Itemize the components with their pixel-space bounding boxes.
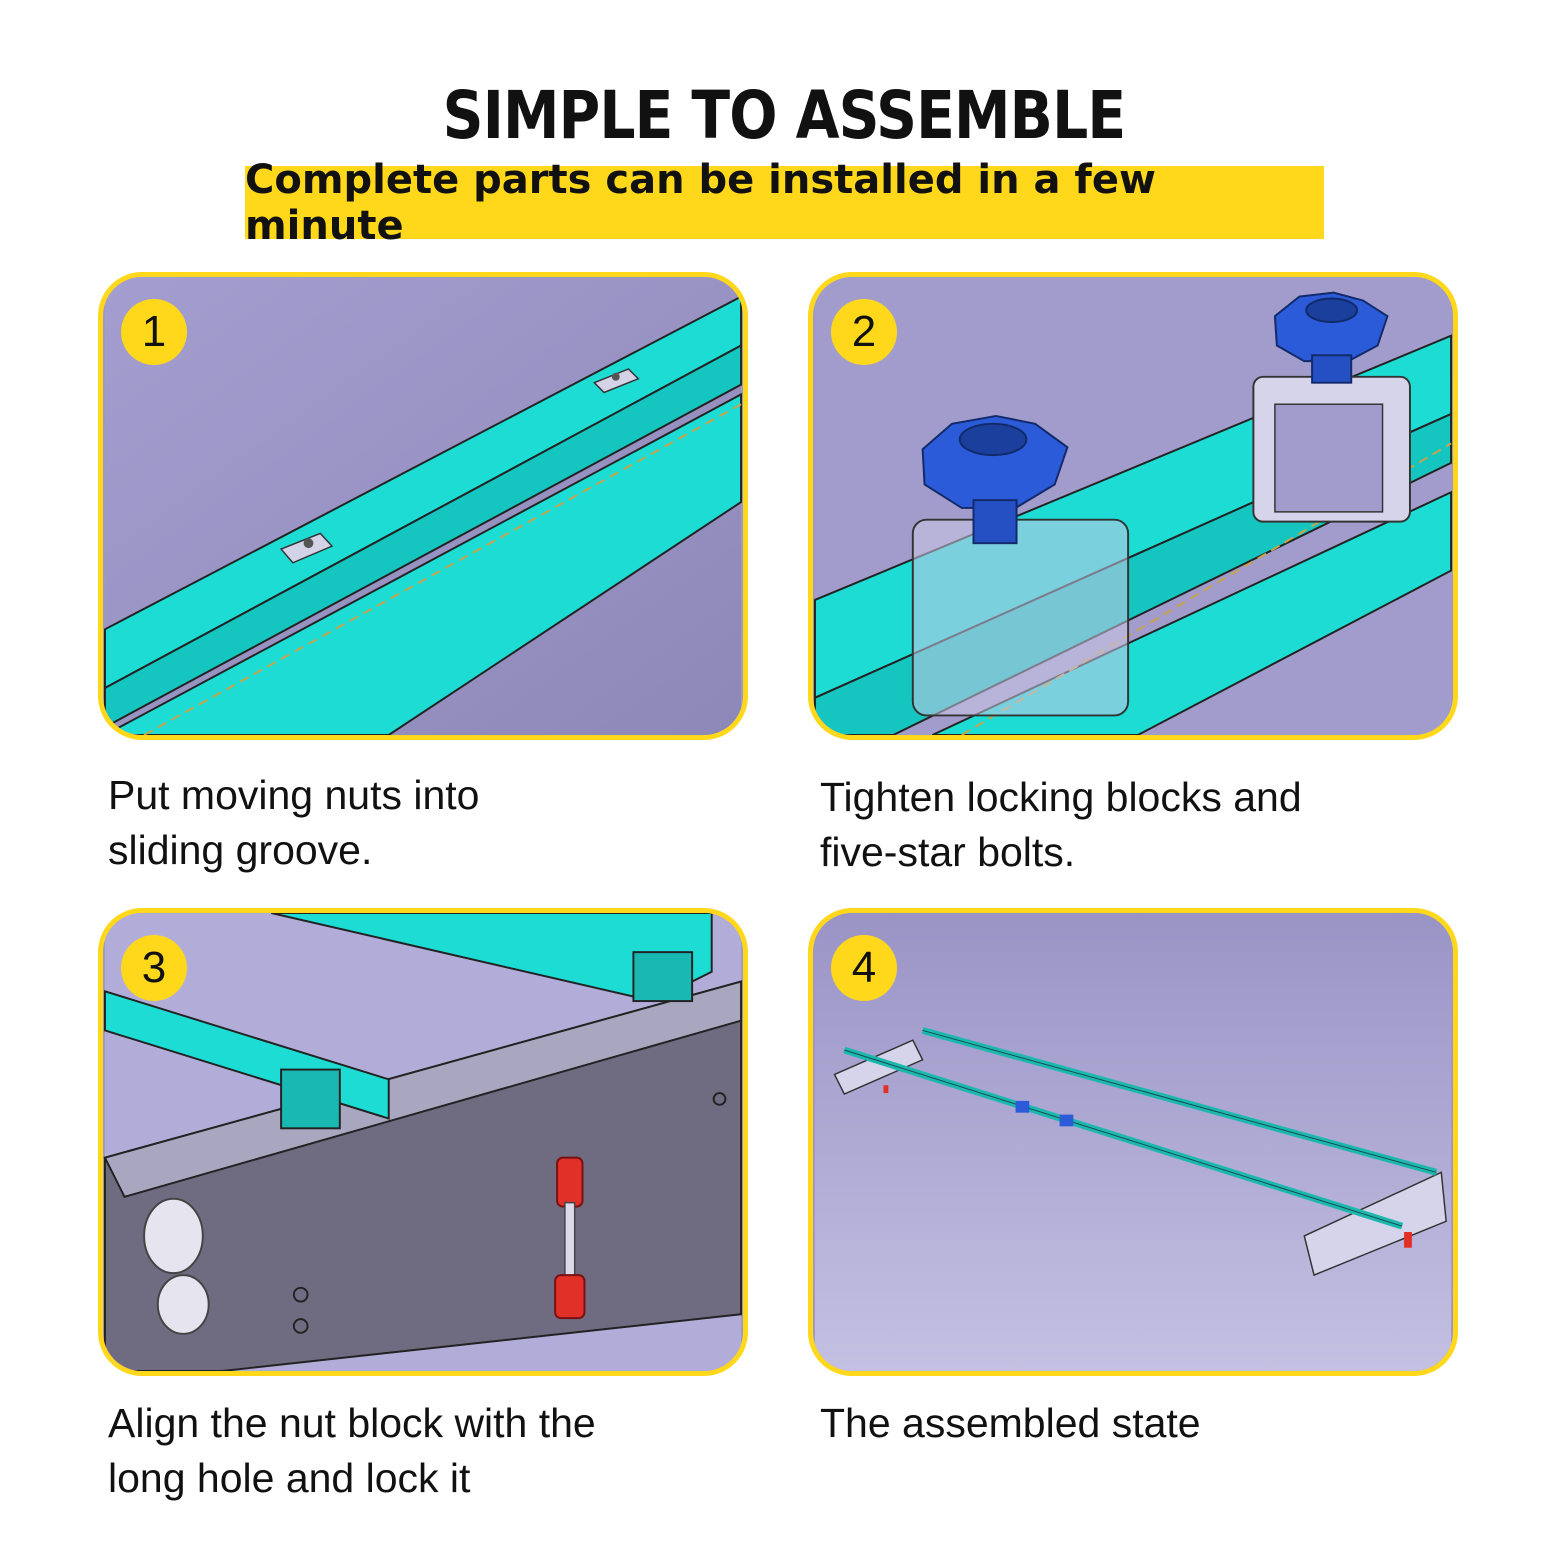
step-2-caption: Tighten locking blocks and five-star bol… (820, 774, 1302, 875)
step-4-illustration: 4 (808, 908, 1458, 1376)
step-number-badge: 3 (121, 935, 187, 1001)
step-4-caption: The assembled state (820, 1400, 1201, 1446)
step-2-illustration: 2 (808, 272, 1458, 740)
rail-groove-render (103, 277, 743, 735)
step-number-badge: 1 (121, 299, 187, 365)
step-1-caption: Put moving nuts into sliding groove. (108, 772, 480, 873)
page-title: SIMPLE TO ASSEMBLE (442, 77, 1126, 154)
subtitle-text: Complete parts can be installed in a few… (245, 156, 1156, 249)
step-3-caption: Align the nut block with the long hole a… (108, 1400, 596, 1501)
nut-block-alignment-render (103, 913, 743, 1371)
step-1-illustration: 1 (98, 272, 748, 740)
step-number-badge: 4 (831, 935, 897, 1001)
step-number-badge: 2 (831, 299, 897, 365)
locking-block-render (813, 277, 1453, 735)
assembled-frame-render (814, 913, 1452, 1371)
subtitle-banner: Complete parts can be installed in a few… (245, 157, 1324, 249)
step-3-illustration: 3 (98, 908, 748, 1376)
